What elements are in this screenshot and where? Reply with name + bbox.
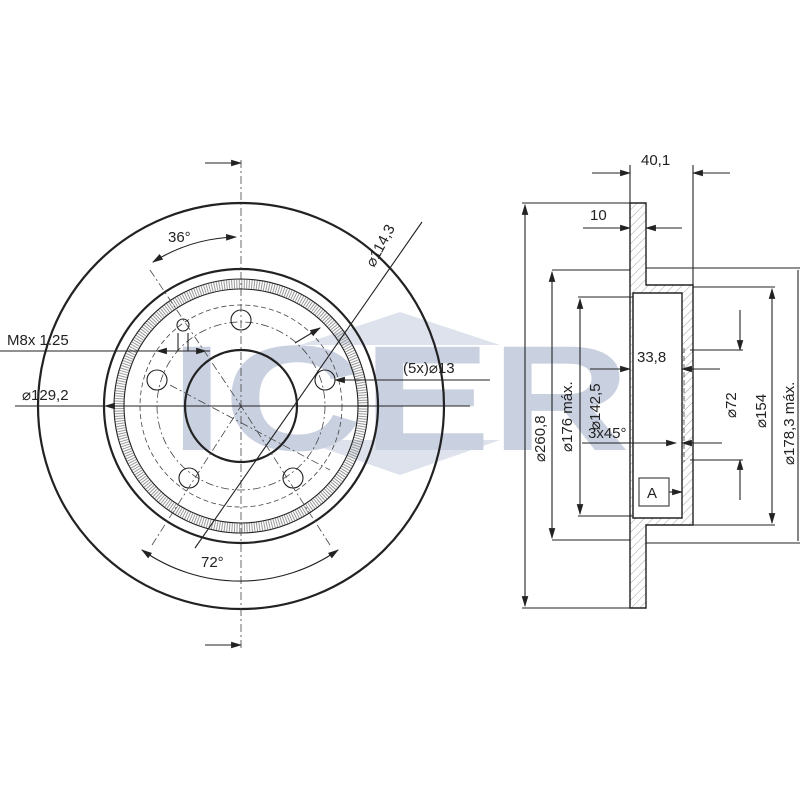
- dia-176-label: ⌀176 máx.: [559, 381, 576, 452]
- thread-label: M8x 1.25: [7, 332, 69, 349]
- hat-depth-label: 33,8: [637, 349, 666, 366]
- front-view: 36° 72° ⌀114,3 M8x 1.25 (5x)⌀13 ⌀129,2: [0, 159, 490, 650]
- chamfer-label: 3x45°: [588, 425, 627, 442]
- datum-box: [638, 477, 670, 507]
- ring-dia-label: ⌀129,2: [22, 387, 69, 404]
- width-40-label: 40,1: [641, 152, 670, 169]
- dia-154-label: ⌀154: [753, 394, 770, 428]
- side-view: A 40,1 10 33,8 3x45° ⌀260,8 ⌀176 máx. ⌀: [521, 152, 800, 609]
- dia-142-label: ⌀142,5: [587, 383, 604, 430]
- dia-178-label: ⌀178,3 máx.: [781, 382, 798, 465]
- thickness-label: 10: [590, 207, 607, 224]
- dia-72-label: ⌀72: [723, 392, 740, 418]
- hole-dia-label: (5x)⌀13: [403, 360, 455, 377]
- disc-section: [629, 202, 694, 609]
- datum-label: A: [647, 485, 657, 502]
- angle-36-label: 36°: [168, 229, 191, 246]
- angle-72-label: 72°: [201, 554, 224, 571]
- dia-260-label: ⌀260,8: [532, 415, 549, 462]
